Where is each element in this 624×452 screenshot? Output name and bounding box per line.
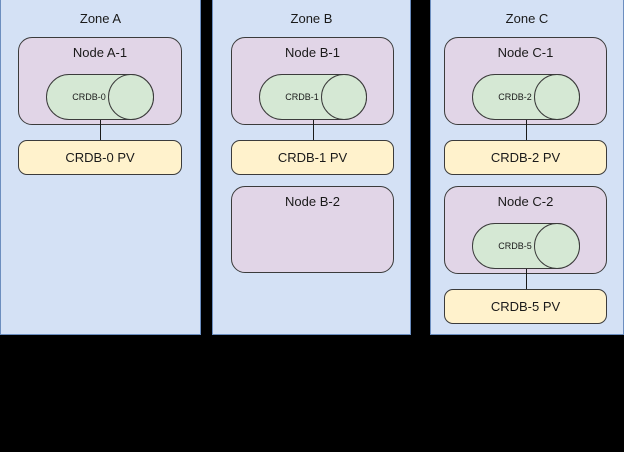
pv-crdb-0-box[interactable]: CRDB-0 PV [18,140,182,175]
node-c-2-title: Node C-2 [497,194,554,209]
node-b-2-title: Node B-2 [285,194,340,209]
node-b-1-title: Node B-1 [285,45,340,60]
cylinder-database-icon-crdb-5[interactable]: CRDB-5 [472,223,580,269]
node-a-1-box[interactable]: Node A-1 [18,37,182,125]
connector-node-b-1-to-pv [313,120,314,141]
pv-crdb-5-box[interactable]: CRDB-5 PV [444,289,607,324]
pv-crdb-1-label: CRDB-1 PV [277,150,348,165]
connector-node-c-1-to-pv [526,120,527,141]
pv-crdb-2-box[interactable]: CRDB-2 PV [444,140,607,175]
node-a-1-title: Node A-1 [72,45,128,60]
connector-node-c-2-to-pv [526,269,527,290]
node-c-1-title: Node C-1 [497,45,554,60]
cylinder-database-icon-crdb-2[interactable]: CRDB-2 [472,74,580,120]
connector-node-a-1-to-pv [100,120,101,141]
zone-b-title: Zone B [290,11,333,26]
zone-a-title: Zone A [79,11,122,26]
pv-crdb-1-box[interactable]: CRDB-1 PV [231,140,394,175]
node-b-2-box[interactable]: Node B-2 [231,186,394,273]
cylinder-database-icon-crdb-0[interactable]: CRDB-0 [46,74,154,120]
pv-crdb-0-label: CRDB-0 PV [65,150,135,165]
pv-crdb-5-label: CRDB-5 PV [490,299,561,314]
pv-crdb-2-label: CRDB-2 PV [490,150,561,165]
zone-c-title: Zone C [505,11,549,26]
cylinder-database-icon-crdb-1[interactable]: CRDB-1 [259,74,367,120]
